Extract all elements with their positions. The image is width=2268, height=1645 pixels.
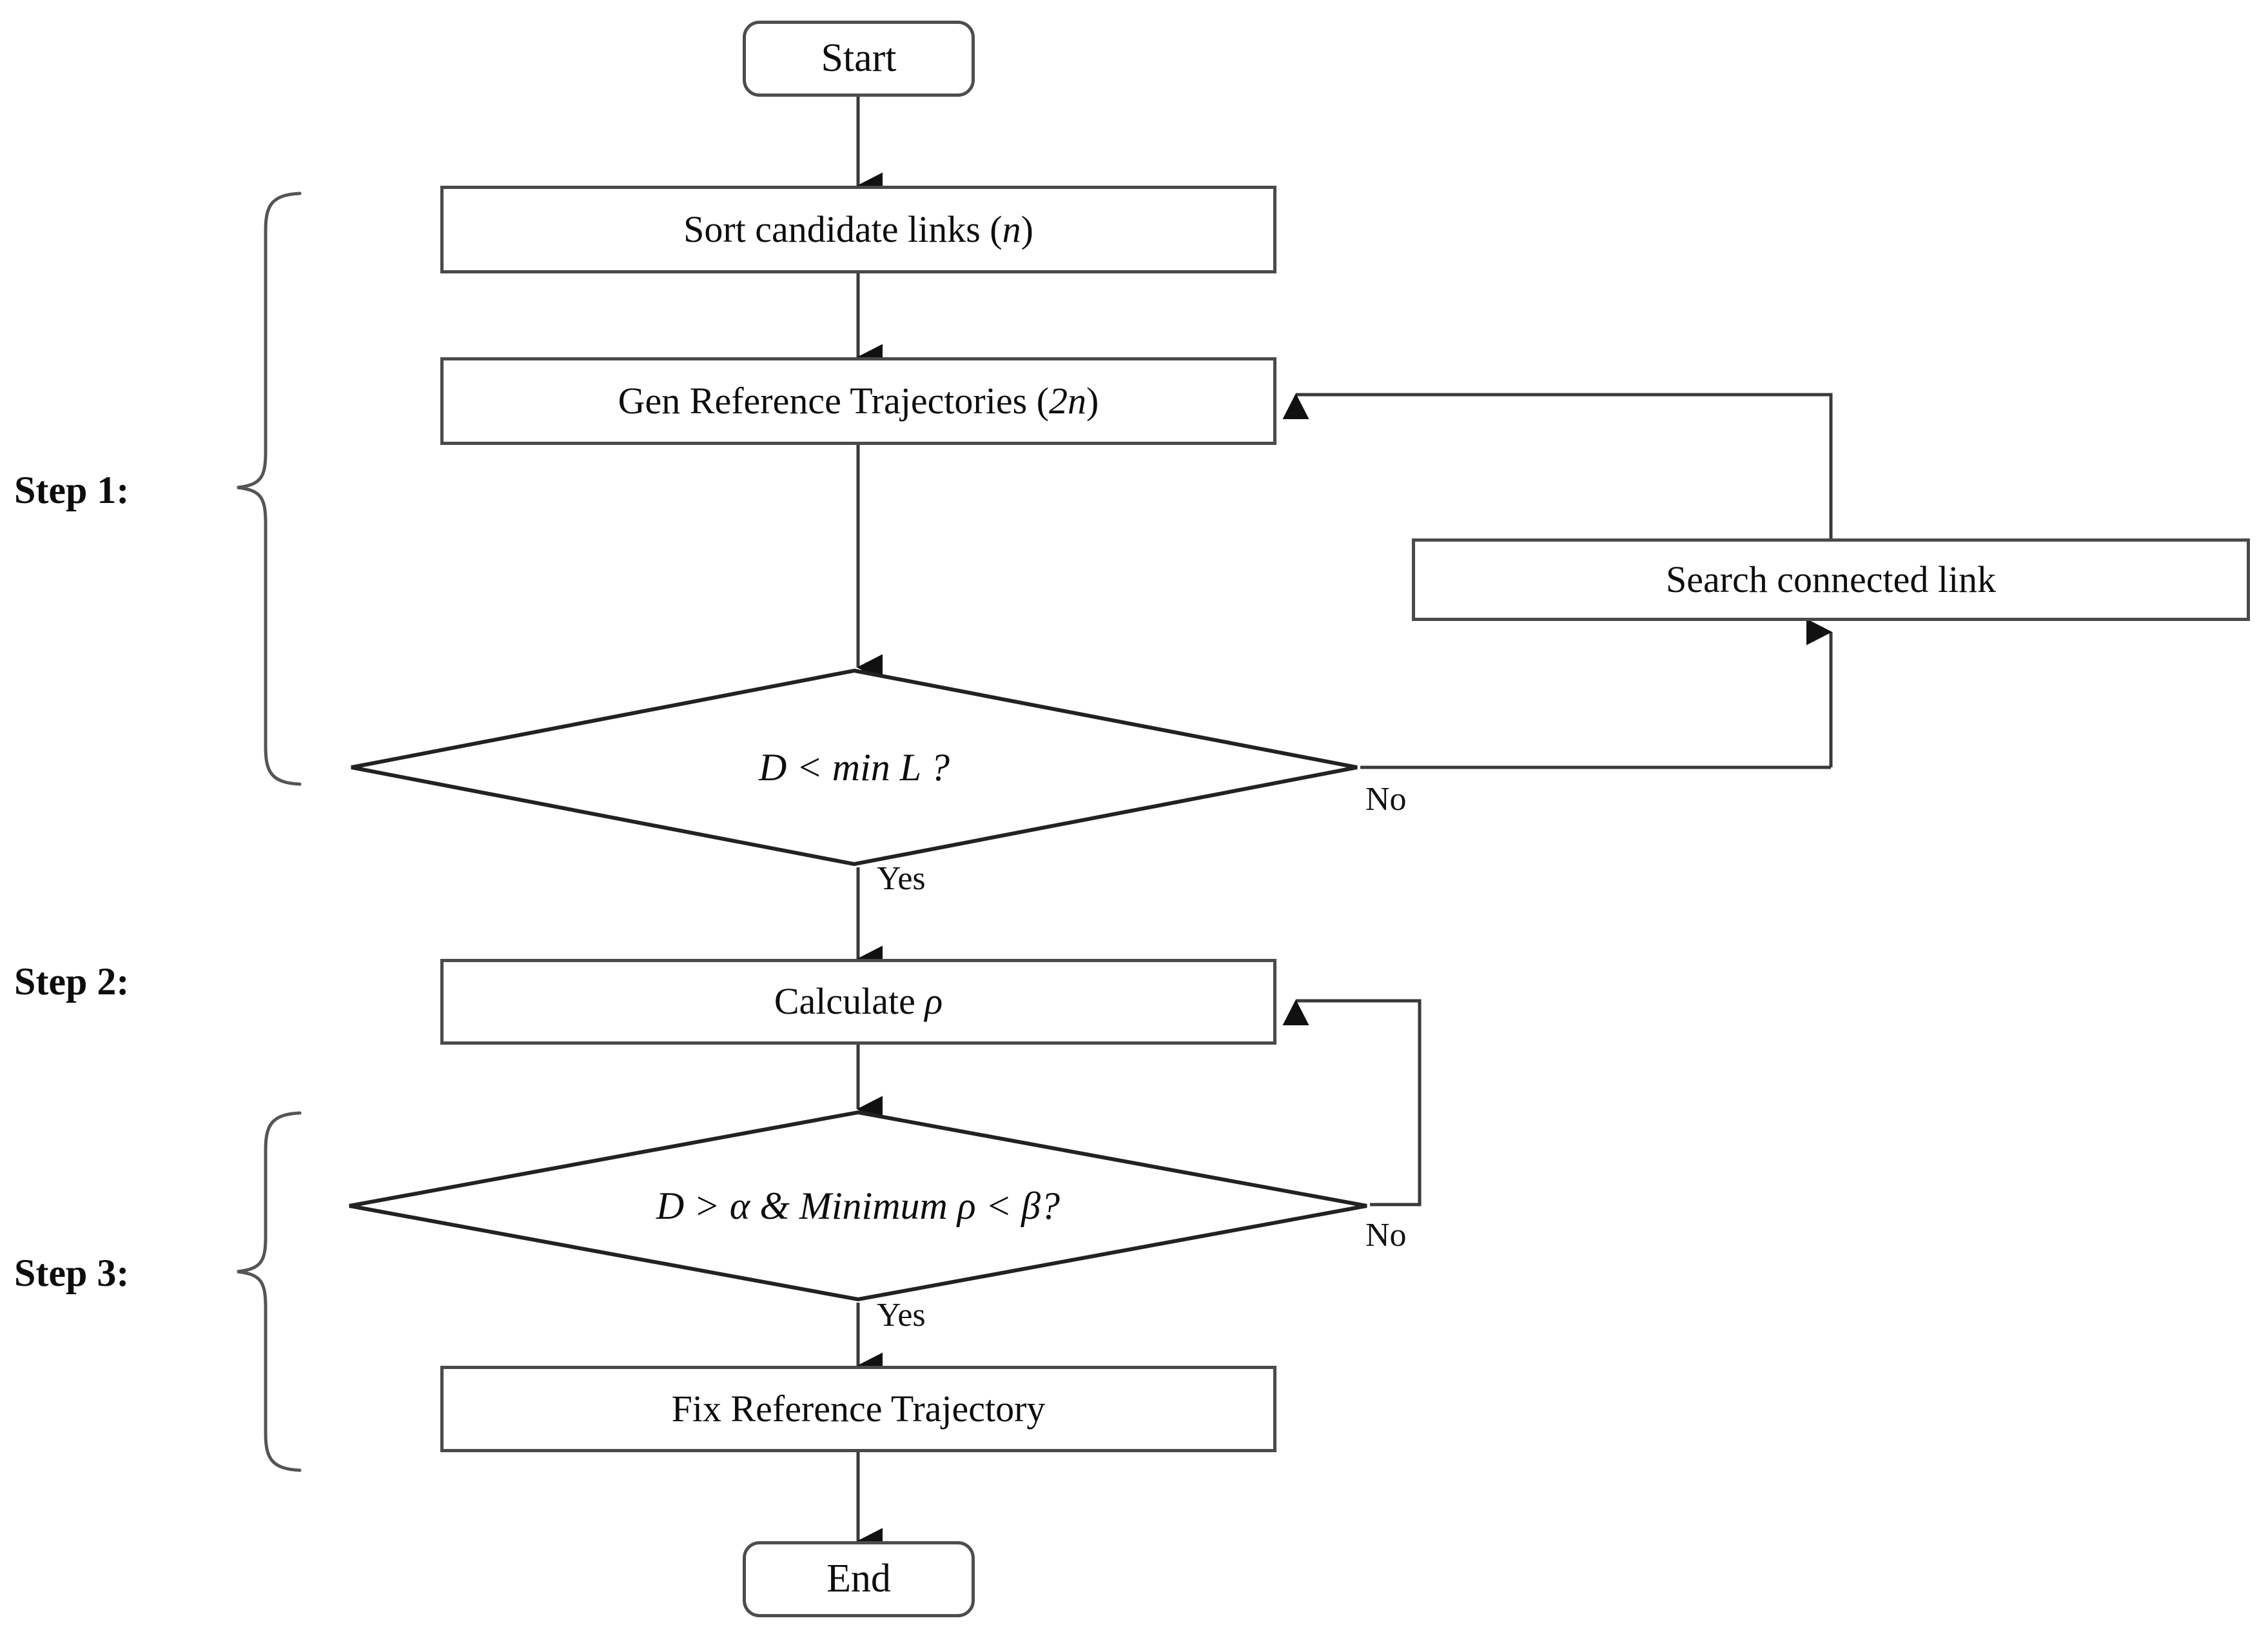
decision1-shape <box>351 668 1358 867</box>
decision2-shape <box>349 1110 1367 1302</box>
calculate-text: Calculate <box>774 980 915 1023</box>
sort-italic-n: n <box>1002 208 1021 250</box>
gen-text: Gen Reference Trajectories <box>618 379 1028 422</box>
node-start-label: Start <box>821 36 897 81</box>
node-end-label: End <box>826 1557 891 1601</box>
node-search-connected-link[interactable]: Search connected link <box>1412 538 2250 621</box>
node-decision-alpha-beta[interactable]: D > α & Minimum ρ < β? <box>346 1109 1370 1303</box>
node-start[interactable]: Start <box>743 21 975 97</box>
node-end[interactable]: End <box>743 1541 975 1617</box>
sort-paren-close: ) <box>1021 208 1033 250</box>
edge-label-decision1-no: No <box>1365 781 1407 818</box>
node-search-connected-link-label: Search connected link <box>1665 558 1997 600</box>
edge-search-to-gen <box>1282 393 1833 538</box>
node-fix-reference-trajectory[interactable]: Fix Reference Trajectory <box>440 1366 1276 1452</box>
sort-text: Sort candidate links <box>683 208 981 250</box>
node-decision-d-lt-min-l-label: D < min L ? <box>758 745 950 789</box>
node-decision-d-lt-min-l[interactable]: D < min L ? <box>348 667 1360 867</box>
node-calculate-rho[interactable]: Calculate ρ <box>440 959 1276 1045</box>
edge-label-decision2-yes: Yes <box>877 1297 926 1334</box>
sort-paren-open: ( <box>980 208 1002 250</box>
node-sort-candidate-links-label: Sort candidate links (n) <box>683 210 1033 250</box>
step-label-2: Step 2: <box>14 960 130 1003</box>
step-label-1: Step 1: <box>14 469 130 511</box>
node-sort-candidate-links[interactable]: Sort candidate links (n) <box>440 186 1276 273</box>
node-gen-reference-trajectories[interactable]: Gen Reference Trajectories (2n) <box>440 357 1276 445</box>
gen-paren-open: ( <box>1027 379 1050 422</box>
node-calculate-rho-label: Calculate ρ <box>774 980 943 1023</box>
step-label-3: Step 3: <box>14 1252 130 1294</box>
edge-label-decision2-no: No <box>1365 1217 1407 1254</box>
step3-brace <box>237 1111 302 1472</box>
node-decision-alpha-beta-label: D > α & Minimum ρ < β? <box>656 1184 1061 1227</box>
step1-brace <box>237 192 302 786</box>
gen-paren-close: ) <box>1086 379 1099 422</box>
node-gen-reference-trajectories-label: Gen Reference Trajectories (2n) <box>618 379 1099 422</box>
gen-italic-2n: 2n <box>1049 379 1087 422</box>
node-fix-reference-trajectory-label: Fix Reference Trajectory <box>671 1387 1046 1430</box>
calculate-italic-rho: ρ <box>924 980 943 1023</box>
edge-label-decision1-yes: Yes <box>877 860 926 897</box>
